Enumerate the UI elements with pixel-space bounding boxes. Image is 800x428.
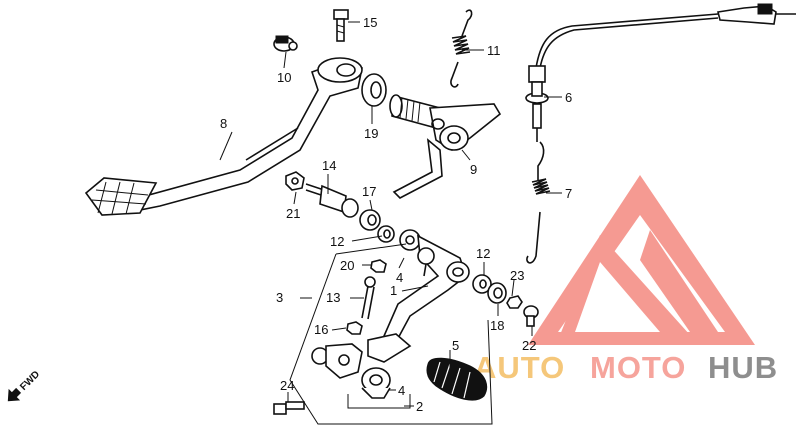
callout-labels: 15 10 11 6 19 8 9 14 21 17 7 12 20 4 12 … bbox=[220, 15, 572, 414]
part-24-bolt bbox=[273, 401, 305, 415]
part-9-brake-arm bbox=[389, 94, 502, 199]
callout-3: 3 bbox=[276, 290, 283, 305]
part-6-cable-adjuster bbox=[525, 65, 549, 142]
fwd-arrow: FWD bbox=[7, 369, 42, 402]
part-13-tie-rod bbox=[361, 276, 376, 320]
assembly-outline bbox=[289, 243, 493, 425]
watermark-hub: HUB bbox=[708, 350, 778, 385]
callout-11: 11 bbox=[487, 43, 501, 58]
callout-14: 14 bbox=[322, 158, 336, 173]
callout-20: 20 bbox=[340, 258, 354, 273]
watermark-moto: MOTO bbox=[590, 350, 686, 385]
part-23-nut bbox=[506, 295, 523, 309]
part-4-bushing-upper bbox=[417, 247, 435, 277]
leader-lines bbox=[219, 21, 562, 409]
part-4-bushing-lower bbox=[361, 367, 391, 399]
callout-4-upper: 4 bbox=[396, 270, 403, 285]
watermark-wordmark: AUTO MOTO HUB bbox=[474, 350, 778, 385]
part-1-shift-lever bbox=[367, 229, 470, 363]
part-16-nut bbox=[346, 321, 363, 335]
callout-15: 15 bbox=[363, 15, 377, 30]
callout-13: 13 bbox=[326, 290, 340, 305]
part-19-washer bbox=[361, 73, 387, 107]
part-11-spring bbox=[450, 9, 473, 88]
callout-24: 24 bbox=[280, 378, 294, 393]
part-12-washer-right bbox=[472, 274, 492, 294]
part-15-bolt bbox=[333, 9, 349, 42]
callout-18: 18 bbox=[490, 318, 504, 333]
part-10-cap bbox=[273, 35, 298, 52]
part-7-spring bbox=[526, 141, 551, 264]
callout-7: 7 bbox=[565, 186, 572, 201]
callout-12-left: 12 bbox=[330, 234, 344, 249]
brake-cable bbox=[535, 3, 796, 69]
callout-2: 2 bbox=[416, 399, 423, 414]
part-14-rod bbox=[305, 183, 359, 218]
part-22-pin bbox=[523, 305, 539, 327]
callout-22: 22 bbox=[522, 338, 536, 353]
part-18-washer bbox=[487, 282, 507, 304]
callout-5: 5 bbox=[452, 338, 459, 353]
part-5-pedal-rubber bbox=[426, 357, 488, 401]
callout-16: 16 bbox=[314, 322, 328, 337]
callout-9: 9 bbox=[470, 162, 477, 177]
part-21-nut bbox=[285, 171, 305, 191]
callout-17: 17 bbox=[362, 184, 376, 199]
watermark-logo bbox=[528, 175, 755, 345]
brake-pedal-pad bbox=[84, 177, 158, 216]
callout-4-lower: 4 bbox=[398, 383, 405, 398]
fwd-label: FWD bbox=[18, 369, 42, 393]
callout-21: 21 bbox=[286, 206, 300, 221]
callout-10: 10 bbox=[277, 70, 291, 85]
callout-8: 8 bbox=[220, 116, 227, 131]
part-2-joint-rod bbox=[311, 343, 363, 379]
callout-19: 19 bbox=[364, 126, 378, 141]
callout-23: 23 bbox=[510, 268, 524, 283]
part-20-nut bbox=[370, 259, 387, 273]
watermark-auto: AUTO bbox=[474, 350, 565, 385]
part-12-washer-left bbox=[377, 225, 395, 243]
callout-12-right: 12 bbox=[476, 246, 490, 261]
callout-1: 1 bbox=[390, 283, 397, 298]
callout-6: 6 bbox=[565, 90, 572, 105]
part-17-washer bbox=[359, 209, 381, 231]
brake-pedal-arm bbox=[137, 57, 363, 211]
